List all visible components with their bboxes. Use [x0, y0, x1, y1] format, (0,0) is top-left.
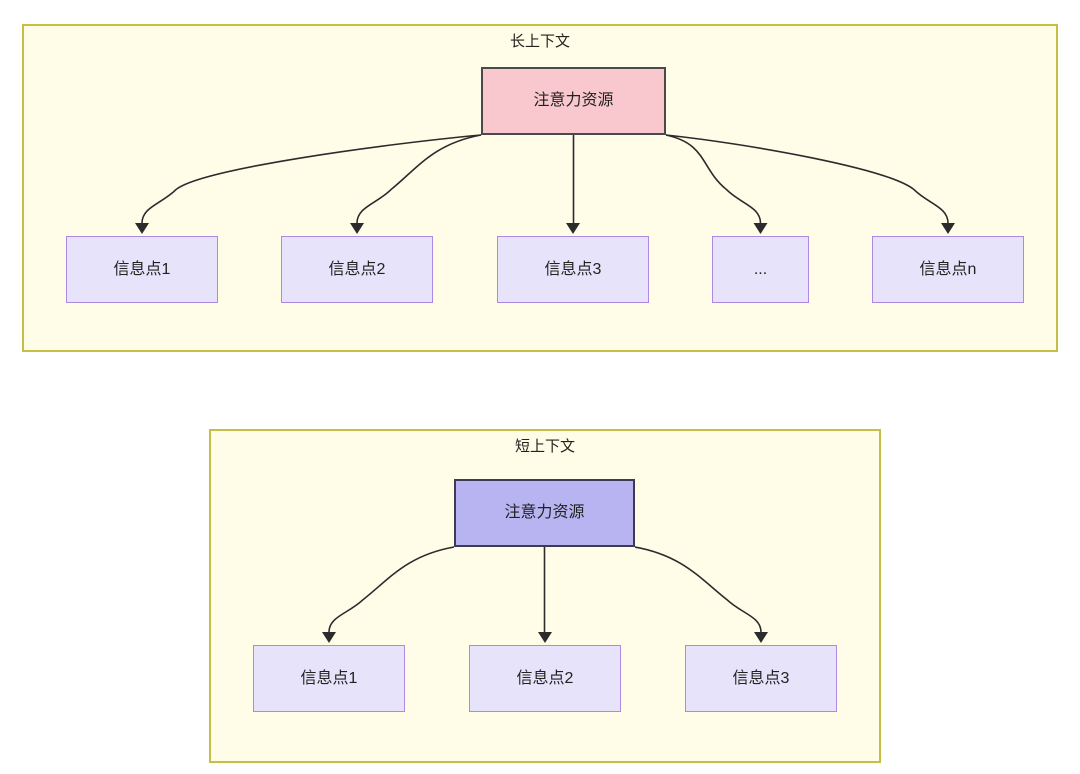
node-info-point-ellipsis-long[interactable]: ...: [712, 236, 809, 303]
node-info-point-1-long[interactable]: 信息点1: [66, 236, 218, 303]
group-long-context-title: 长上下文: [509, 33, 570, 50]
group-short-context-title: 短上下文: [514, 438, 575, 455]
node-info-point-3-short[interactable]: 信息点3: [685, 645, 837, 712]
node-info-point-2-long[interactable]: 信息点2: [281, 236, 433, 303]
node-attention-resource-long[interactable]: 注意力资源: [481, 67, 666, 135]
node-info-point-1-short[interactable]: 信息点1: [253, 645, 405, 712]
node-info-point-3-long[interactable]: 信息点3: [497, 236, 649, 303]
node-info-point-2-short[interactable]: 信息点2: [469, 645, 621, 712]
node-info-point-n-long[interactable]: 信息点n: [872, 236, 1024, 303]
node-attention-resource-short[interactable]: 注意力资源: [454, 479, 635, 547]
